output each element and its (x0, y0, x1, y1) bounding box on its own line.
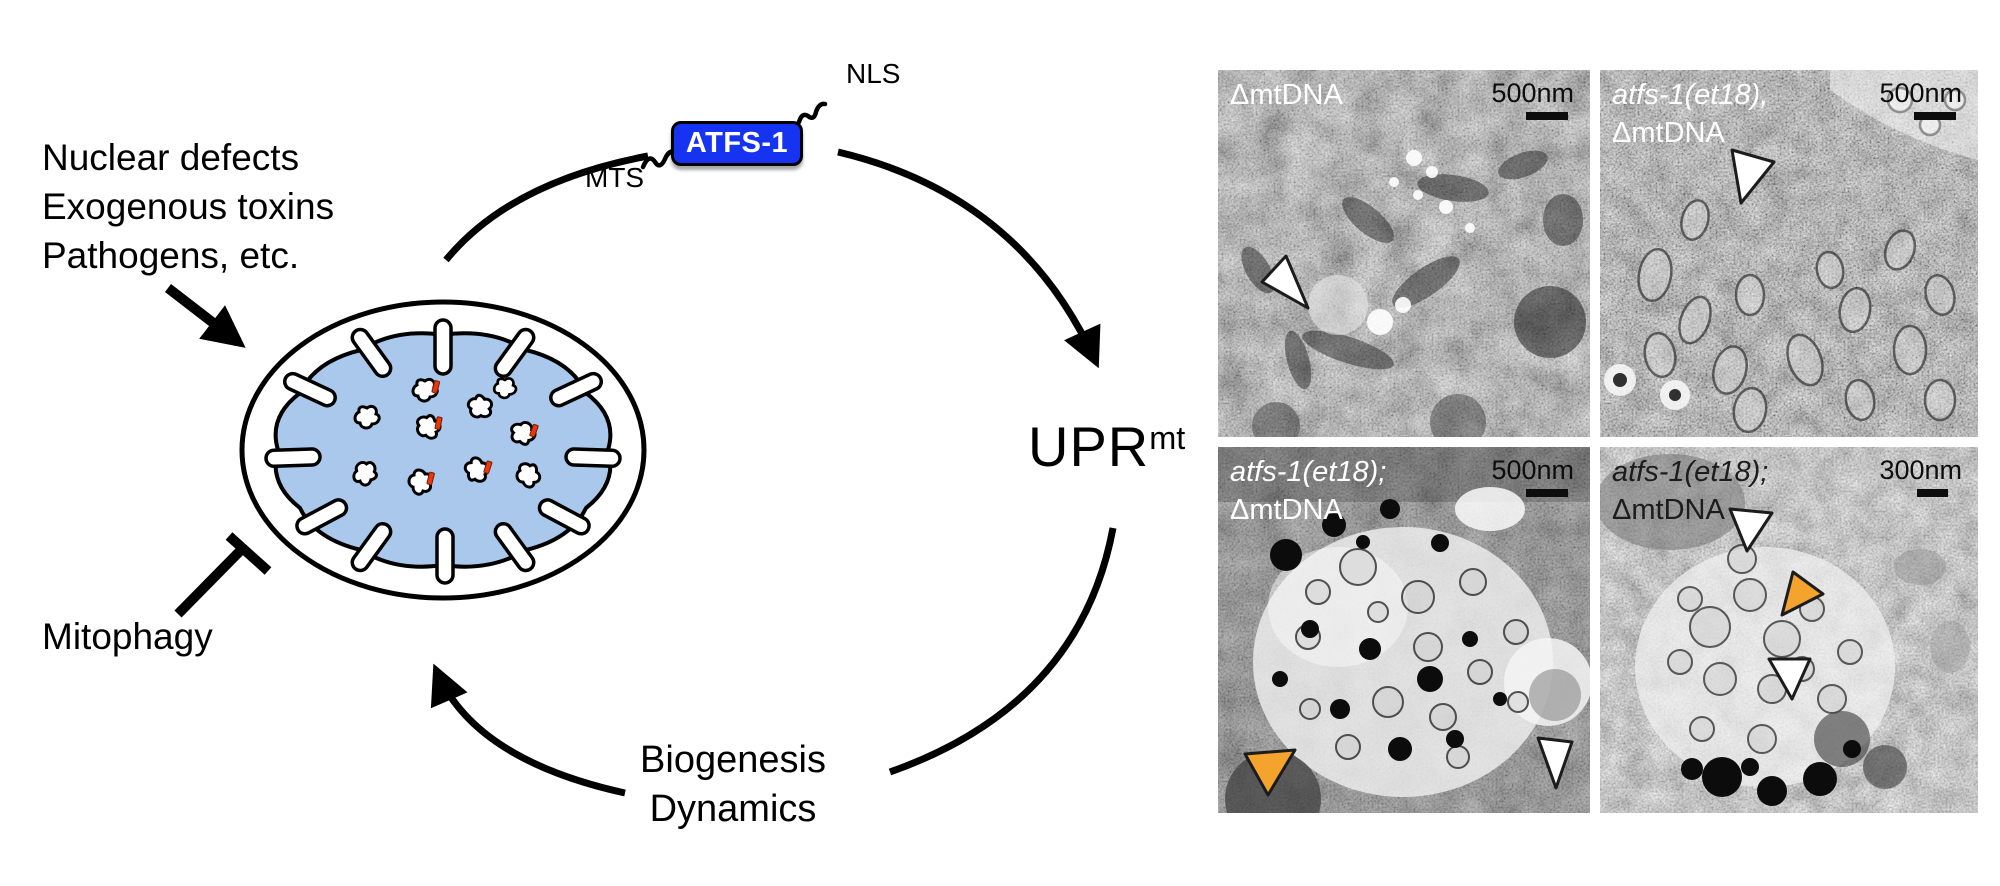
mitochondrion-illustration (239, 299, 647, 601)
upr-mt-label: UPRmt (1028, 414, 1185, 479)
scale-bar (1917, 489, 1948, 497)
genotype-line: ΔmtDNA (1612, 117, 1725, 149)
stressor-item: Pathogens, etc. (42, 235, 300, 276)
scale-label: 300nm (1879, 455, 1962, 485)
mtdna-nucleoids (347, 377, 544, 496)
nucleoid-with-mutant-mark (461, 453, 493, 487)
arrowhead-white (1730, 148, 1776, 205)
upr-base: UPR (1028, 415, 1150, 478)
arc-to-mito (430, 663, 626, 797)
pathway-diagram: Nuclear defects Exogenous toxins Pathoge… (42, 58, 1185, 834)
output-item: Biogenesis (640, 739, 826, 781)
em-features (1637, 86, 1967, 434)
genotype-line: atfs-1(et18); (1612, 456, 1769, 488)
em-features (1241, 150, 1586, 437)
em-image-texture (1600, 447, 1978, 813)
cycle-arcs (430, 148, 1117, 797)
arc-atfs-to-upr (837, 148, 1101, 369)
nucleoid-with-mutant-mark (407, 468, 435, 496)
protein-linkers (640, 101, 828, 170)
arc-mito-to-atfs (443, 152, 649, 263)
em-panel-bottom-left: atfs-1(et18); ΔmtDNA 500nm (1218, 447, 1590, 813)
cristae-invaginations (264, 318, 622, 585)
scale-label: 500nm (1879, 78, 1962, 108)
panel-genotype-label: atfs-1(et18), ΔmtDNA (1612, 76, 1768, 152)
genotype-line: atfs-1(et18); (1230, 456, 1387, 488)
stressor-item: Nuclear defects (42, 137, 300, 178)
stressor-list: Nuclear defects Exogenous toxins Pathoge… (42, 133, 334, 280)
em-panel-top-right: atfs-1(et18), ΔmtDNA 500nm (1600, 70, 1978, 437)
cycle-outputs: Biogenesis Dynamics (608, 736, 858, 834)
arc-upr-down (888, 527, 1117, 776)
arrowhead-white (1260, 254, 1310, 310)
arrowhead-orange (1243, 748, 1297, 797)
stressor-item: Exogenous toxins (42, 186, 335, 227)
dense-bodies (1270, 499, 1507, 761)
nucleoid-with-mutant-mark (411, 377, 441, 403)
vesicle-cluster (1667, 544, 1863, 754)
genotype-line: ΔmtDNA (1230, 494, 1343, 526)
scale-label: 500nm (1491, 455, 1574, 485)
genotype-line: ΔmtDNA (1230, 79, 1343, 111)
em-image-texture (1218, 70, 1590, 437)
em-panel-bottom-right: atfs-1(et18); ΔmtDNA 300nm (1600, 447, 1978, 813)
nls-squiggle (796, 101, 828, 125)
atfs1-label: ATFS-1 (685, 127, 789, 159)
dense-bodies (1681, 740, 1861, 806)
genotype-line: ΔmtDNA (1612, 494, 1725, 526)
nls-label: NLS (846, 58, 901, 89)
arrowhead-white (1767, 657, 1812, 701)
stressor-arrow (164, 284, 246, 348)
scale-bar (1914, 112, 1956, 120)
scale-bar (1526, 112, 1568, 120)
autophagosome-vesicles (1295, 548, 1529, 769)
output-item: Dynamics (649, 788, 817, 830)
panel-genotype-label: atfs-1(et18); ΔmtDNA (1230, 453, 1386, 529)
mitophagy-tbar (174, 532, 272, 618)
arrowhead-white (1536, 736, 1574, 790)
em-panel-top-left: ΔmtDNA 500nm (1218, 70, 1590, 437)
em-image-texture (1600, 70, 1978, 437)
panel-genotype-label: ΔmtDNA (1230, 76, 1343, 114)
scale-label: 500nm (1491, 78, 1574, 108)
em-image-texture (1218, 447, 1590, 813)
panel-genotype-label: atfs-1(et18); ΔmtDNA (1612, 453, 1768, 529)
mitophagy-label: Mitophagy (42, 616, 213, 657)
arrowhead-white (1728, 507, 1774, 553)
nucleoid-with-mutant-mark (410, 409, 446, 445)
atfs1-protein-box: ATFS-1 (671, 121, 803, 166)
genotype-line: atfs-1(et18), (1612, 79, 1769, 111)
scale-bar (1526, 489, 1568, 497)
mts-squiggle (640, 149, 680, 170)
nucleoid-with-mutant-mark (506, 416, 540, 449)
mts-label: MTS (585, 162, 645, 193)
pathway-shapes (164, 101, 1117, 797)
arrowhead-orange (1780, 570, 1825, 617)
upr-superscript: mt (1149, 420, 1186, 457)
